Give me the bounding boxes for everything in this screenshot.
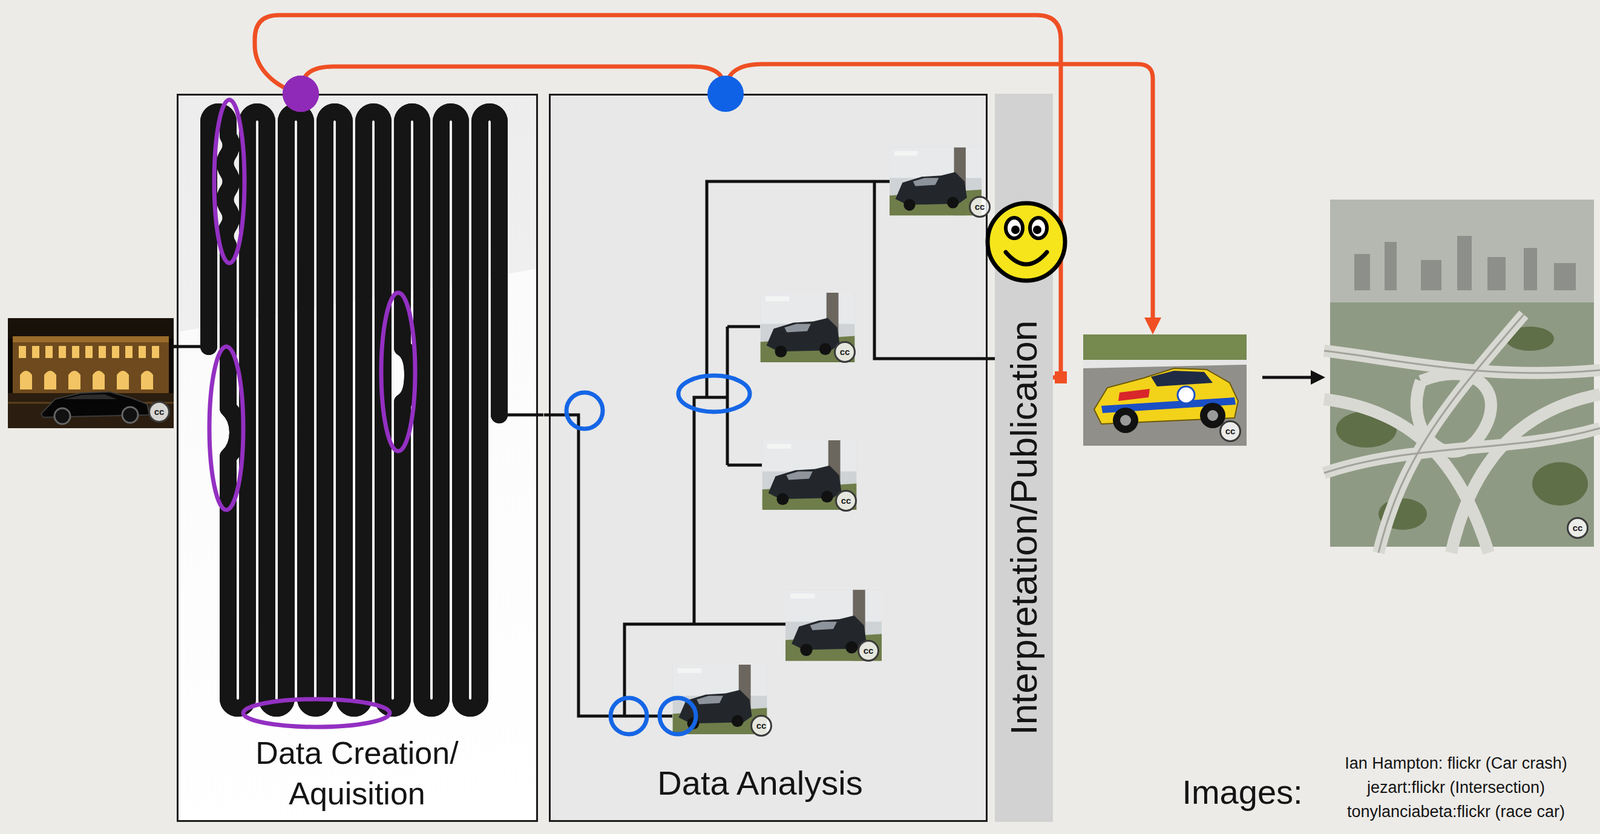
connector	[254, 15, 1061, 378]
end-marker	[1054, 371, 1067, 384]
license-badge: cc	[968, 196, 991, 218]
image-credit: Ian Hampton: flickr (Car crash)	[1344, 754, 1568, 774]
arrowhead	[1310, 370, 1326, 385]
license-badge: cc	[148, 401, 171, 423]
box-label: Data Creation/ Aquisition	[211, 733, 503, 816]
stage-band: Interpretation/Publication	[994, 93, 1053, 823]
connector	[300, 66, 726, 94]
credit-heading: Images:	[1181, 772, 1303, 813]
race-car-photo	[1083, 334, 1247, 446]
image-credit: tonylanciabeta:flickr (race car)	[1347, 802, 1565, 822]
arrow	[1262, 376, 1312, 380]
smiley	[994, 93, 1053, 276]
license-badge: cc	[1566, 517, 1589, 540]
junction-dot	[282, 75, 319, 112]
license-badge: cc	[833, 341, 856, 364]
junction-dot	[707, 75, 744, 112]
process-box: Data Analysis	[548, 93, 988, 823]
intersection-photo	[1324, 199, 1600, 554]
data-pipeline-tube	[176, 93, 538, 823]
arrowhead	[1144, 317, 1162, 335]
box-label: Data Analysis	[657, 763, 863, 804]
process-box: Data Creation/ Aquisition	[176, 93, 538, 823]
night-car-photo	[7, 318, 174, 429]
box-label: Interpretation/Publication	[1002, 320, 1046, 736]
image-credit: jezart:flickr (Intersection)	[1367, 778, 1545, 798]
license-badge: cc	[857, 640, 880, 663]
license-badge: cc	[750, 715, 773, 738]
license-badge: cc	[1219, 420, 1242, 443]
analysis-tree	[548, 93, 988, 823]
junction-dot	[282, 75, 319, 112]
license-badge: cc	[835, 490, 857, 512]
